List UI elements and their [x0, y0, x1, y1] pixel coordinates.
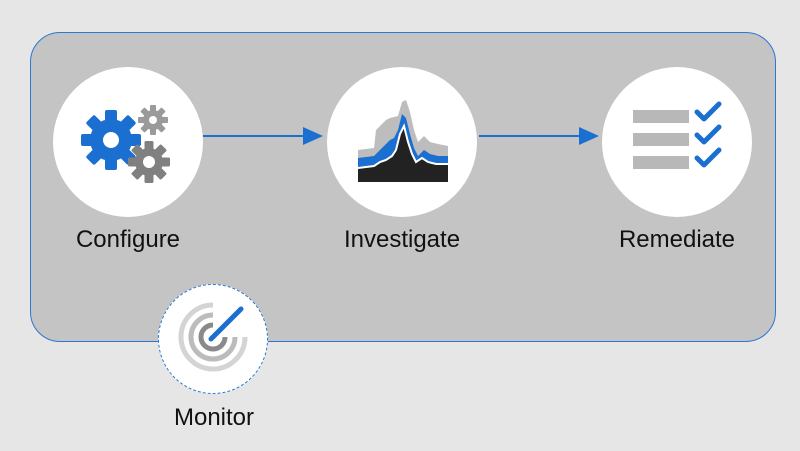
- chart-peak-icon: [352, 90, 452, 195]
- checklist-icon: [627, 100, 727, 185]
- arrow-configure-to-investigate: [203, 127, 323, 145]
- arrow-investigate-to-remediate: [479, 127, 599, 145]
- remediate-label: Remediate: [618, 226, 736, 253]
- investigate-label: Investigate: [343, 226, 461, 253]
- gears-icon: [73, 90, 183, 195]
- configure-label: Configure: [75, 226, 181, 253]
- radar-icon: [173, 297, 253, 382]
- investigate-node: [327, 67, 477, 217]
- monitor-node: [158, 284, 268, 394]
- monitor-label: Monitor: [173, 404, 255, 431]
- configure-node: [53, 67, 203, 217]
- remediate-node: [602, 67, 752, 217]
